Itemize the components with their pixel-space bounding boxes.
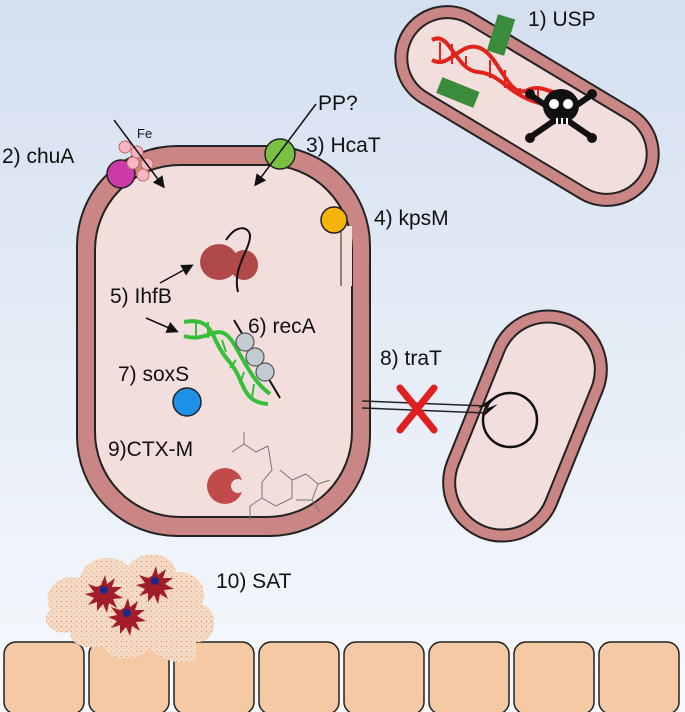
usp-toxin-upper [486,14,516,56]
usp-cell [394,5,660,207]
usp-toxin-lower [436,77,480,108]
plasmid-icon [478,391,539,449]
ctxm-enzyme [207,468,245,504]
label-trat: 8) traT [380,347,442,370]
pp-arrow [254,103,317,187]
label-ihfb: 5) IhfB [110,285,172,308]
skull-crossbones-icon [525,89,597,143]
label-pp: PP? [318,92,358,115]
ribosome-icon [200,227,258,293]
label-sat: 10) SAT [216,570,292,593]
kpsm-export-channel [341,226,352,286]
label-usp: 1) USP [528,8,596,31]
reca-filament [233,319,281,399]
label-kpsm: 4) kpsM [374,207,449,230]
kpsm-transporter [320,206,348,234]
beta-lactam-molecule-icon [231,432,331,520]
label-reca: 6) recA [248,315,316,338]
label-soxs: 7) soxS [118,363,189,386]
main-bacterial-cell [76,145,371,537]
ihfb-arrow-dna [145,317,179,333]
trat-cell [442,309,608,543]
star-burst-icon [85,566,174,636]
label-fe: Fe [137,126,152,141]
soxs-protein [172,387,202,417]
label-hcat: 3) HcaT [306,134,381,157]
cross-x-icon [396,384,438,434]
label-ctxm: 9)CTX-M [108,438,193,461]
label-chua: 2) chuA [2,145,74,168]
chromosome-dna-helix-icon [183,319,272,406]
fe-arrow [113,119,165,189]
ihfb-arrow-ribosome [159,264,194,284]
hcat-transporter [264,138,296,170]
